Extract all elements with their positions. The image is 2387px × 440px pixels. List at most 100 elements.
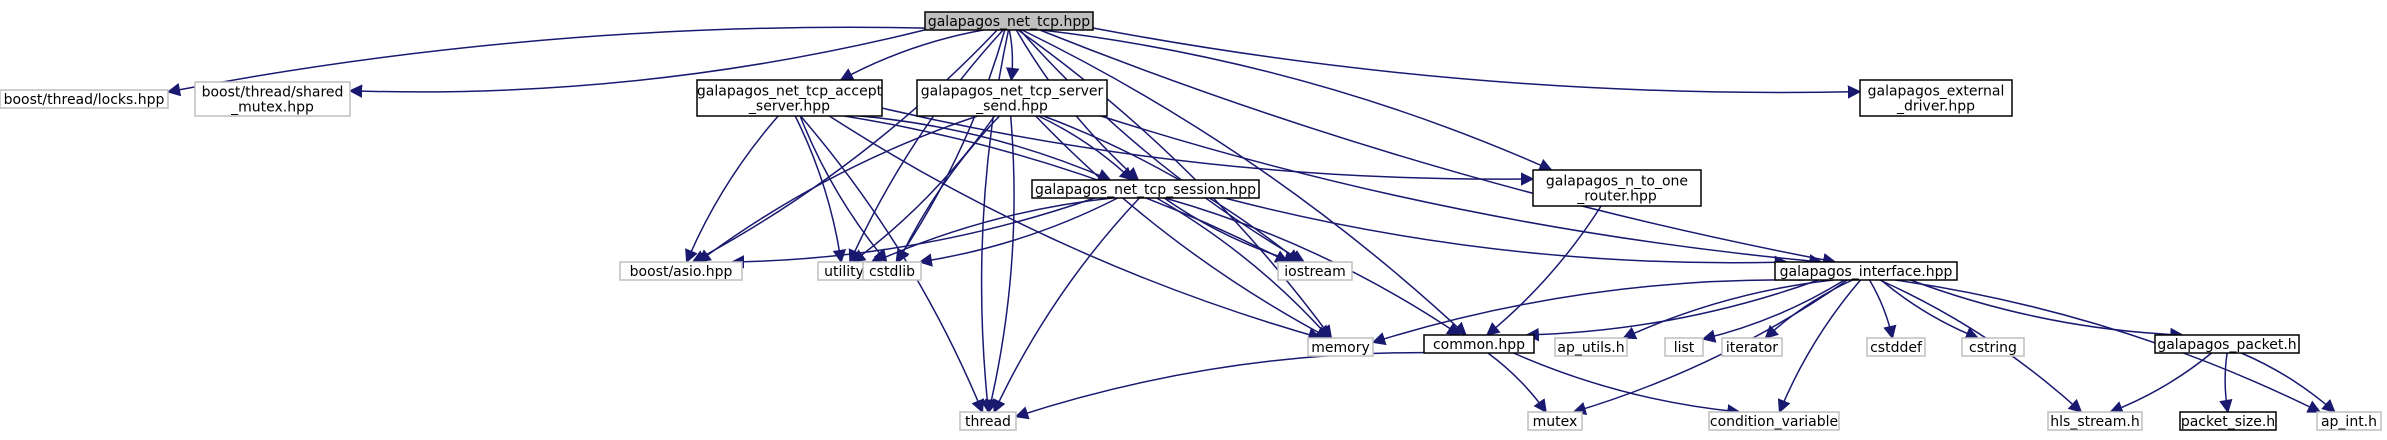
node-label: boost/asio.hpp: [630, 264, 733, 280]
node-label: hls_stream.h: [2050, 414, 2139, 430]
node-packet-size[interactable]: packet_size.h: [2179, 411, 2277, 431]
edges-layer: [166, 26, 2336, 420]
edge-server_send-to-interface: [1100, 115, 1823, 268]
node-iterator: iterator: [1721, 337, 1783, 357]
node-asio: boost/asio.hpp: [619, 261, 743, 281]
edge-server_send-to-thread: [984, 115, 1015, 414]
edge-session-to-common: [1164, 197, 1461, 336]
node-label: galapagos_net_tcp_server: [921, 84, 1104, 100]
edge-interface-to-ap_int: [1894, 279, 2322, 413]
edge-interface-to-packet: [1910, 279, 2184, 342]
node-label: mutex: [1533, 414, 1578, 430]
edge-accept_server-to-n_to_one: [881, 107, 1535, 186]
node-thread: thread: [959, 411, 1017, 431]
node-label: memory: [1311, 340, 1370, 356]
edge-common-to-mutex: [1487, 352, 1547, 414]
edge-interface-to-memory: [1371, 279, 1804, 346]
edge-session-to-cstdlib: [918, 197, 1119, 267]
node-packet[interactable]: galapagos_packet.h: [2154, 334, 2300, 354]
node-label: _mutex.hpp: [230, 100, 314, 116]
node-box: [1031, 179, 1260, 199]
edge-session-to-iostream: [1163, 197, 1298, 265]
node-label: thread: [965, 414, 1011, 430]
node-box: [2047, 411, 2143, 431]
node-ap-utils: ap_utils.h: [1554, 337, 1628, 357]
node-label: galapagos_packet.h: [2157, 337, 2296, 353]
node-box: [2154, 334, 2300, 354]
node-common[interactable]: common.hpp: [1423, 334, 1535, 354]
node-box: [2316, 411, 2382, 431]
edge-server_send-to-cstdlib: [897, 115, 1001, 264]
edge-common-to-condition_variable: [1513, 352, 1741, 418]
edge-server_send-to-session: [1038, 115, 1134, 181]
node-label: cstring: [1969, 340, 2017, 356]
edge-interface-to-cstring: [1880, 279, 1980, 340]
node-label: galapagos_interface.hpp: [1780, 264, 1953, 280]
edge-accept_server-to-iostream: [844, 115, 1289, 263]
edge-packet-to-hls_stream: [2109, 352, 2213, 414]
node-box: [2179, 411, 2277, 431]
node-box: [1774, 261, 1958, 281]
node-utility: utility: [817, 261, 871, 281]
node-accept-server[interactable]: galapagos_net_tcp_accept_server.hpp: [696, 79, 883, 117]
node-box: [696, 79, 883, 117]
node-label: _driver.hpp: [1896, 99, 1975, 115]
edge-root-to-cstdlib: [895, 29, 1006, 264]
node-box: [1554, 337, 1628, 357]
node-external-driver[interactable]: galapagos_external_driver.hpp: [1859, 79, 2013, 117]
node-label: _send.hpp: [975, 99, 1048, 115]
node-hls-stream: hls_stream.h: [2047, 411, 2143, 431]
node-label: galapagos_net_tcp_session.hpp: [1035, 182, 1256, 198]
node-label: utility: [824, 264, 864, 280]
node-box: [1859, 79, 2013, 117]
edge-root-to-common: [1021, 29, 1467, 336]
node-label: iostream: [1284, 264, 1346, 280]
edge-interface-to-cstddef: [1868, 279, 1897, 340]
edge-session-to-thread: [993, 197, 1140, 414]
edge-n_to_one-to-common: [1485, 205, 1602, 336]
node-label: galapagos_net_tcp.hpp: [928, 14, 1090, 30]
node-box: [1307, 337, 1374, 357]
node-shared-mutex: boost/thread/shared_mutex.hpp: [194, 81, 351, 117]
node-label: ap_utils.h: [1557, 340, 1624, 356]
node-box: [959, 411, 1017, 431]
edge-session-to-asio: [730, 197, 1095, 269]
node-cstring: cstring: [1961, 337, 2025, 357]
node-session[interactable]: galapagos_net_tcp_session.hpp: [1031, 179, 1260, 199]
node-label: galapagos_n_to_one: [1546, 174, 1688, 190]
node-label: packet_size.h: [2181, 414, 2275, 430]
node-condition-variable: condition_variable: [1708, 411, 1840, 431]
node-label: galapagos_net_tcp_accept: [697, 84, 883, 100]
edge-root-to-shared_mutex: [348, 29, 926, 98]
node-label: galapagos_external: [1868, 84, 2005, 100]
edge-session-to-memory: [1156, 197, 1331, 340]
node-root[interactable]: galapagos_net_tcp.hpp: [924, 11, 1094, 31]
node-label: cstdlib: [869, 264, 915, 280]
edge-interface-to-ap_utils: [1622, 279, 1834, 340]
edge-root-to-n_to_one: [1041, 29, 1553, 172]
edge-accept_server-to-utility: [794, 115, 847, 264]
node-mutex: mutex: [1527, 411, 1583, 431]
node-memory: memory: [1307, 337, 1374, 357]
node-box: [1961, 337, 2025, 357]
edge-interface-to-mutex: [1572, 279, 1848, 415]
edge-interface-to-condition_variable: [1777, 279, 1862, 414]
edge-root-to-iostream: [1019, 29, 1306, 263]
edge-server_send-to-iostream: [1043, 115, 1301, 263]
node-box: [924, 11, 1094, 31]
node-box: [1277, 261, 1353, 281]
node-label: common.hpp: [1433, 337, 1525, 353]
node-label: boost/thread/shared: [202, 85, 344, 101]
edge-interface-to-common: [1525, 279, 1819, 342]
node-box: [1527, 411, 1583, 431]
edge-root-to-accept_server: [839, 29, 984, 81]
edge-root-to-server_send: [1006, 29, 1020, 82]
nodes-layer: galapagos_net_tcp.hppboost/thread/locks.…: [0, 11, 2382, 431]
edge-root-to-external_driver: [1092, 27, 1862, 99]
node-ap-int: ap_int.h: [2316, 411, 2382, 431]
edge-root-to-memory: [1017, 29, 1333, 340]
node-interface[interactable]: galapagos_interface.hpp: [1774, 261, 1958, 281]
node-n-to-one[interactable]: galapagos_n_to_one_router.hpp: [1532, 169, 1702, 207]
node-server-send[interactable]: galapagos_net_tcp_server_send.hpp: [916, 79, 1108, 117]
